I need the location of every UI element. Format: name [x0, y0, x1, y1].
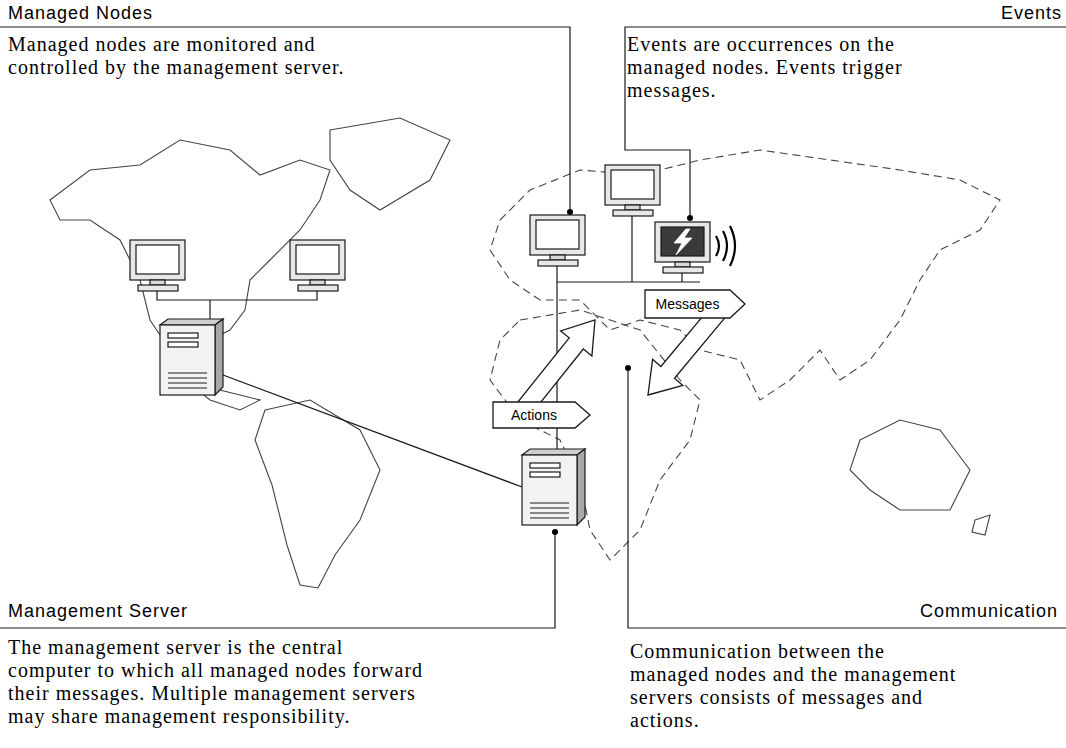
actions-arrow — [493, 320, 595, 428]
event-signal-waves — [716, 226, 735, 266]
network-wire — [215, 372, 522, 487]
workstation-icon — [290, 240, 345, 291]
server-icon — [160, 319, 223, 395]
event-signal-waves — [716, 236, 719, 256]
workstation-icon — [550, 255, 565, 260]
event-signal-waves — [730, 226, 735, 266]
leader-line — [625, 365, 631, 371]
workstation-icon — [613, 210, 653, 216]
leader-line — [0, 27, 570, 209]
workstation-icon — [310, 280, 325, 285]
world-map — [490, 310, 700, 560]
event-workstation-icon — [661, 227, 704, 256]
workstation-icon — [605, 165, 660, 216]
network-wire — [209, 300, 210, 319]
messages-arrow — [645, 290, 745, 318]
server-icon — [215, 319, 223, 395]
server-icon — [530, 463, 560, 468]
network-wire — [157, 216, 700, 487]
workstation-icon — [605, 165, 660, 205]
workstation-icon — [530, 215, 585, 255]
leader-line — [625, 27, 1066, 215]
callout-text: Managed nodes are monitored and controll… — [8, 33, 358, 79]
workstation-icon — [150, 280, 165, 285]
server-icon — [577, 449, 585, 525]
leader-line — [0, 535, 555, 628]
leader-line — [0, 27, 1066, 628]
server-icon — [522, 449, 585, 525]
workstation-icon — [296, 245, 339, 274]
event-workstation-icon — [675, 262, 690, 267]
workstation-icon — [138, 285, 178, 291]
callout-heading: Managed Nodes — [8, 3, 153, 24]
workstation-icon — [130, 240, 185, 280]
world-map — [850, 420, 970, 510]
workstation-icon — [130, 240, 185, 291]
callout-heading: Management Server — [8, 601, 188, 622]
network-wire — [157, 291, 317, 300]
arrow-label: Messages — [645, 290, 730, 318]
workstation-icon — [538, 260, 578, 266]
event-workstation-icon — [655, 222, 710, 273]
actions-arrow — [493, 402, 590, 428]
callout-text: Communication between the managed nodes … — [630, 640, 963, 732]
callout-heading: Events — [1001, 3, 1062, 24]
workstation-icon — [611, 170, 654, 199]
server-icon — [168, 373, 207, 388]
world-map — [255, 400, 380, 588]
network-wire — [681, 273, 682, 282]
server-icon — [168, 333, 198, 338]
server-icon — [160, 325, 215, 395]
callout-text: Events are occurrences on the managed no… — [627, 33, 947, 102]
network-wire — [631, 216, 632, 282]
leader-line — [687, 215, 693, 221]
callout-heading: Communication — [920, 601, 1058, 622]
workstation-icon — [536, 220, 579, 249]
server-icon — [530, 472, 560, 477]
leader-line — [567, 209, 573, 215]
world-map — [50, 118, 1000, 588]
arrow-label: Actions — [493, 402, 575, 428]
workstation-icon — [298, 285, 338, 291]
leader-line — [628, 371, 1066, 628]
server-icon — [160, 319, 223, 325]
server-icon — [168, 342, 198, 347]
event-workstation-icon — [655, 222, 710, 262]
callout-text: The management server is the central com… — [8, 636, 428, 728]
event-signal-waves — [723, 231, 727, 261]
world-map — [972, 515, 990, 535]
messages-arrow — [645, 290, 745, 395]
world-map — [50, 140, 330, 410]
event-workstation-icon — [674, 229, 692, 255]
workstation-icon — [625, 205, 640, 210]
workstation-icon — [136, 245, 179, 274]
server-icon — [522, 449, 585, 455]
event-workstation-icon — [663, 267, 703, 273]
server-icon — [522, 455, 577, 525]
leader-line — [552, 529, 558, 535]
server-icon — [530, 503, 569, 518]
workstation-icon — [290, 240, 345, 280]
messages-arrow — [648, 306, 725, 395]
world-map — [330, 118, 450, 210]
workstation-icon — [530, 215, 585, 266]
